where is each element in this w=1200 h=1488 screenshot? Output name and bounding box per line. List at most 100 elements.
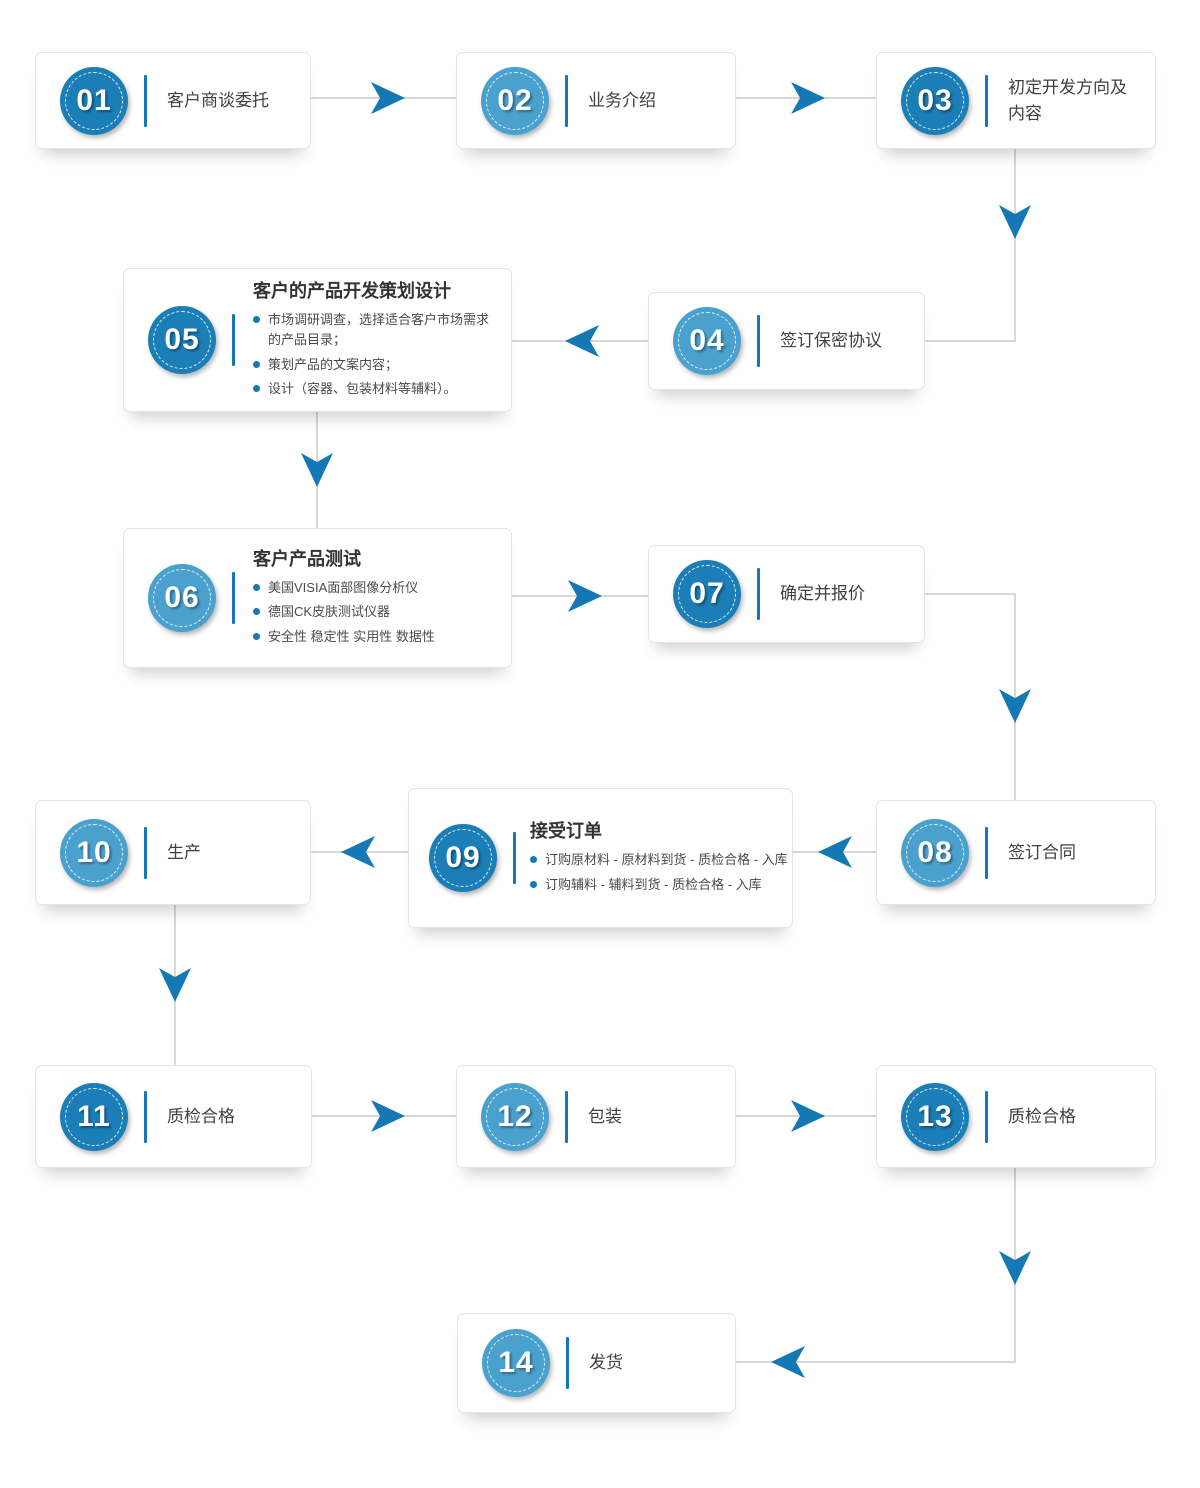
step-card-04: 04 签订保密协议 xyxy=(648,292,925,390)
step-09-bullet-list: 订购原材料 - 原材料到货 - 质检合格 - 入库 订购辅料 - 辅料到货 - … xyxy=(530,850,788,894)
bullet-item: 德国CK皮肤测试仪器 xyxy=(253,602,493,622)
connector-line-03-04 xyxy=(925,149,1016,342)
step-09-badge: 09 xyxy=(429,824,497,892)
arrow-down-icon xyxy=(999,205,1031,239)
badge-dashed-ring xyxy=(65,823,123,882)
step-card-12: 12 包装 xyxy=(456,1065,736,1168)
step-card-01: 01 客户商谈委托 xyxy=(35,52,311,149)
badge-dashed-ring xyxy=(153,311,211,369)
bullet-text: 订购原材料 - 原材料到货 - 质检合格 - 入库 xyxy=(545,852,788,868)
bullet-item: 订购原材料 - 原材料到货 - 质检合格 - 入库 xyxy=(530,850,788,870)
badge-dashed-ring xyxy=(486,1087,544,1146)
step-03-divider xyxy=(985,74,988,127)
connector-line-07-08 xyxy=(925,593,1016,800)
bullet-text: 安全性 稳定性 实用性 数据性 xyxy=(268,628,435,644)
step-01-divider xyxy=(144,74,147,127)
bullet-dot-icon xyxy=(253,384,260,392)
step-07-label: 确定并报价 xyxy=(780,584,865,604)
bullet-item: 美国VISIA面部图像分析仪 xyxy=(253,578,493,598)
step-05-content: 客户的产品开发策划设计 市场调研调查，选择适合客户市场需求的产品目录； 策划产品… xyxy=(253,277,497,403)
step-12-label: 包装 xyxy=(588,1106,622,1126)
arrow-down-icon xyxy=(999,1251,1031,1285)
badge-dashed-ring xyxy=(906,823,964,882)
bullet-text: 市场调研调查，选择适合客户市场需求的产品目录； xyxy=(268,312,490,348)
step-card-05: 05 客户的产品开发策划设计 市场调研调查，选择适合客户市场需求的产品目录； 策… xyxy=(123,268,512,412)
bullet-item: 设计（容器、包装材料等辅料）。 xyxy=(253,379,493,399)
step-card-11: 11 质检合格 xyxy=(35,1065,312,1168)
step-09-content: 接受订单 订购原材料 - 原材料到货 - 质检合格 - 入库 订购辅料 - 辅料… xyxy=(530,817,792,898)
bullet-item: 市场调研调查，选择适合客户市场需求的产品目录； xyxy=(253,310,493,350)
step-card-07: 07 确定并报价 xyxy=(648,545,925,643)
arrow-right-icon xyxy=(568,580,602,612)
step-02-label: 业务介绍 xyxy=(588,90,656,110)
bullet-text: 订购辅料 - 辅料到货 - 质检合格 - 入库 xyxy=(545,876,762,892)
step-11-badge: 11 xyxy=(60,1082,128,1151)
bullet-dot-icon xyxy=(253,632,260,640)
arrow-down-icon xyxy=(301,453,333,487)
step-06-divider xyxy=(232,572,235,624)
bullet-text: 美国VISIA面部图像分析仪 xyxy=(268,580,419,596)
step-10-label: 生产 xyxy=(167,842,201,862)
step-04-divider xyxy=(757,315,760,367)
badge-dashed-ring xyxy=(153,569,211,627)
arrow-down-icon xyxy=(999,689,1031,723)
step-05-title: 客户的产品开发策划设计 xyxy=(253,281,451,302)
arrow-right-icon xyxy=(791,82,825,114)
step-14-badge: 14 xyxy=(482,1329,550,1397)
arrow-right-icon xyxy=(371,1100,405,1132)
step-01-badge: 01 xyxy=(60,66,128,135)
badge-dashed-ring xyxy=(434,829,492,887)
step-card-02: 02 业务介绍 xyxy=(456,52,736,149)
bullet-dot-icon xyxy=(530,880,537,888)
step-06-badge: 06 xyxy=(148,564,216,632)
arrow-right-icon xyxy=(791,1100,825,1132)
step-card-14: 14 发货 xyxy=(457,1313,736,1413)
badge-dashed-ring xyxy=(906,1087,964,1146)
arrow-left-icon xyxy=(771,1346,805,1378)
step-13-badge: 13 xyxy=(901,1082,969,1151)
bullet-dot-icon xyxy=(253,608,260,616)
step-07-divider xyxy=(757,568,760,620)
bullet-item: 安全性 稳定性 实用性 数据性 xyxy=(253,627,493,647)
step-06-bullet-list: 美国VISIA面部图像分析仪 德国CK皮肤测试仪器 安全性 稳定性 实用性 数据… xyxy=(253,578,493,646)
bullet-dot-icon xyxy=(253,360,260,368)
arrow-left-icon xyxy=(565,325,599,357)
step-03-label: 初定开发方向及内容 xyxy=(1008,78,1127,123)
step-02-divider xyxy=(565,74,568,127)
badge-dashed-ring xyxy=(486,71,544,130)
bullet-dot-icon xyxy=(253,316,260,324)
step-05-badge: 05 xyxy=(148,306,216,374)
step-01-label: 客户商谈委托 xyxy=(167,90,269,110)
step-14-label: 发货 xyxy=(589,1353,623,1373)
badge-dashed-ring xyxy=(65,71,123,130)
step-card-03: 03 初定开发方向及内容 xyxy=(876,52,1156,149)
step-04-badge: 04 xyxy=(673,307,741,375)
step-card-06: 06 客户产品测试 美国VISIA面部图像分析仪 德国CK皮肤测试仪器 安全性 … xyxy=(123,528,512,668)
arrow-down-icon xyxy=(159,968,191,1002)
step-14-divider xyxy=(566,1337,569,1389)
bullet-item: 策划产品的文案内容； xyxy=(253,355,493,375)
badge-dashed-ring xyxy=(65,1087,123,1146)
step-card-10: 10 生产 xyxy=(35,800,311,905)
bullet-text: 设计（容器、包装材料等辅料）。 xyxy=(268,380,457,396)
bullet-text: 德国CK皮肤测试仪器 xyxy=(268,604,391,620)
step-04-label: 签订保密协议 xyxy=(780,331,882,351)
bullet-dot-icon xyxy=(253,584,260,592)
bullet-text: 策划产品的文案内容； xyxy=(268,356,399,372)
step-card-09: 09 接受订单 订购原材料 - 原材料到货 - 质检合格 - 入库 订购辅料 -… xyxy=(408,788,793,928)
badge-dashed-ring xyxy=(678,312,736,370)
step-card-13: 13 质检合格 xyxy=(876,1065,1156,1168)
step-09-divider xyxy=(513,832,516,884)
step-05-divider xyxy=(232,314,235,366)
step-02-badge: 02 xyxy=(481,66,549,135)
step-08-label: 签订合同 xyxy=(1008,842,1076,862)
arrow-left-icon xyxy=(341,836,375,868)
step-11-label: 质检合格 xyxy=(167,1106,235,1126)
step-08-badge: 08 xyxy=(901,818,969,887)
step-13-divider xyxy=(985,1090,988,1143)
connector-line-13-14 xyxy=(736,1168,1016,1363)
step-08-divider xyxy=(985,826,988,879)
step-10-divider xyxy=(144,826,147,879)
step-10-badge: 10 xyxy=(60,818,128,887)
